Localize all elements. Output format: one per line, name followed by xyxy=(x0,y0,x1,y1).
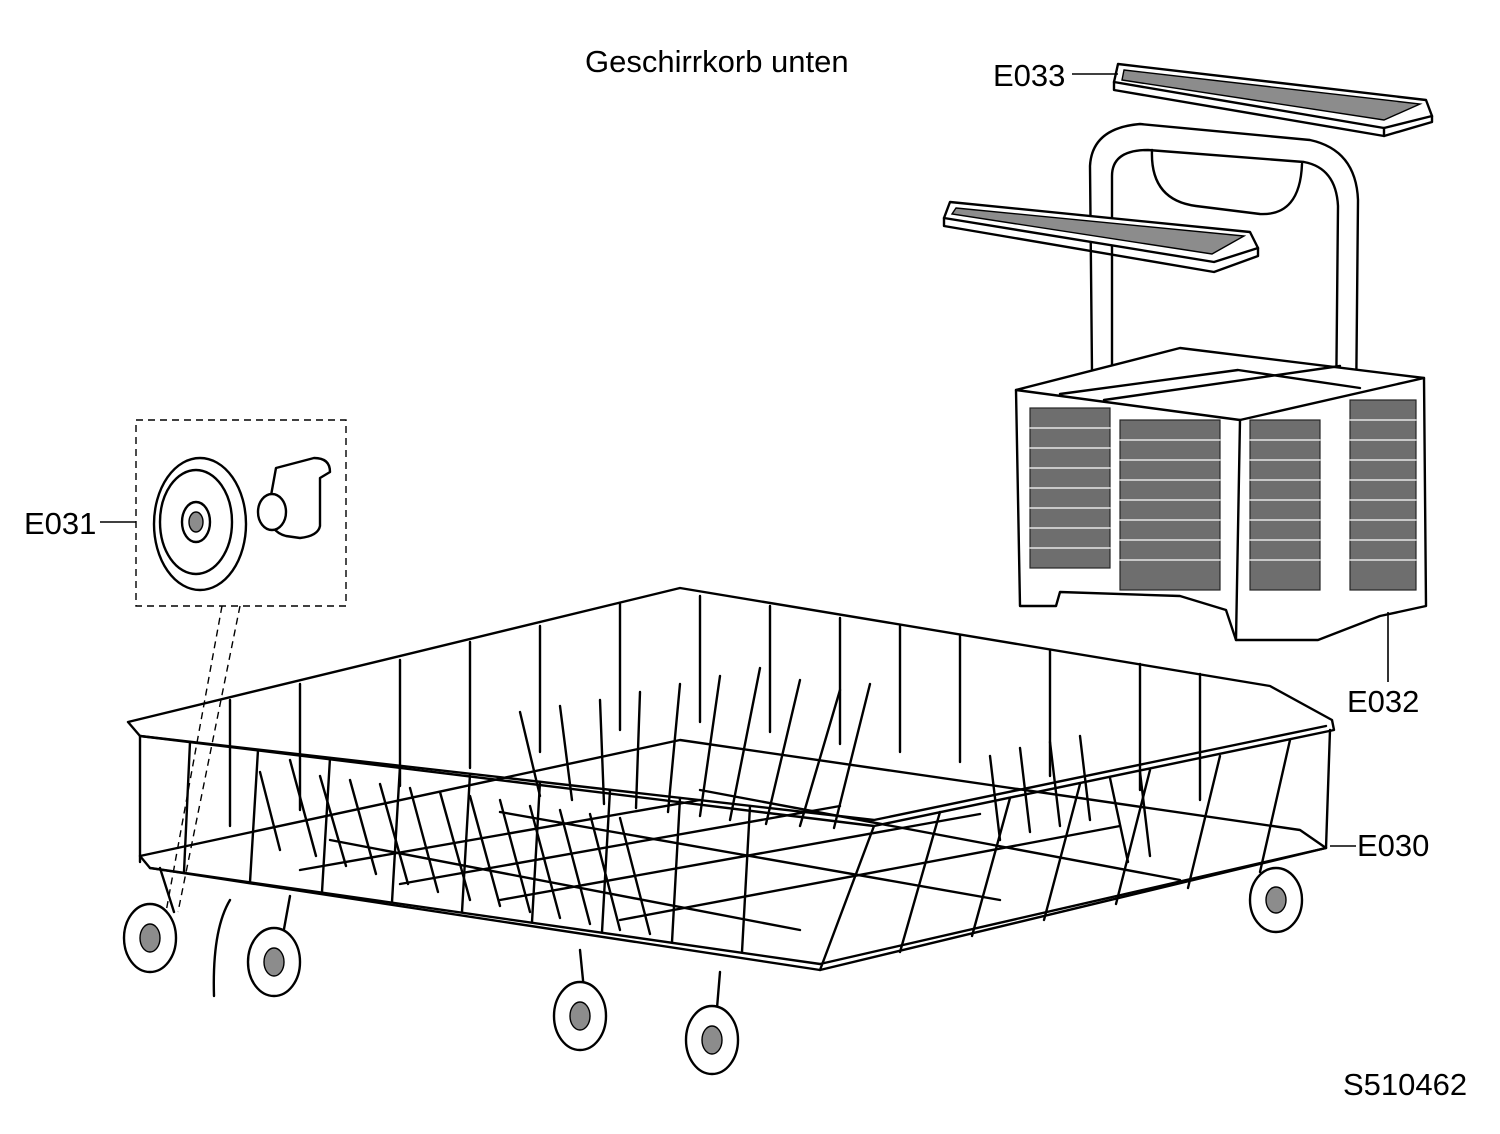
part-e032-cutlery-basket xyxy=(942,122,1428,642)
diagram-title: Geschirrkorb unten xyxy=(585,44,849,79)
drawing-code: S510462 xyxy=(1343,1067,1468,1102)
part-e030-lower-rack xyxy=(122,586,1336,1076)
part-label-e030: E030 xyxy=(1357,828,1430,863)
part-e031-wheel-detail xyxy=(135,419,347,913)
part-label-e033: E033 xyxy=(993,58,1066,93)
rack-wheel xyxy=(684,1004,740,1076)
part-e033-lid xyxy=(1112,62,1434,138)
part-label-e031: E031 xyxy=(24,506,97,541)
rack-wheel xyxy=(1248,866,1304,934)
rack-wheel xyxy=(552,980,608,1052)
part-label-e032: E032 xyxy=(1347,684,1420,719)
rack-wheel xyxy=(122,902,178,974)
rack-wheel xyxy=(246,926,302,998)
